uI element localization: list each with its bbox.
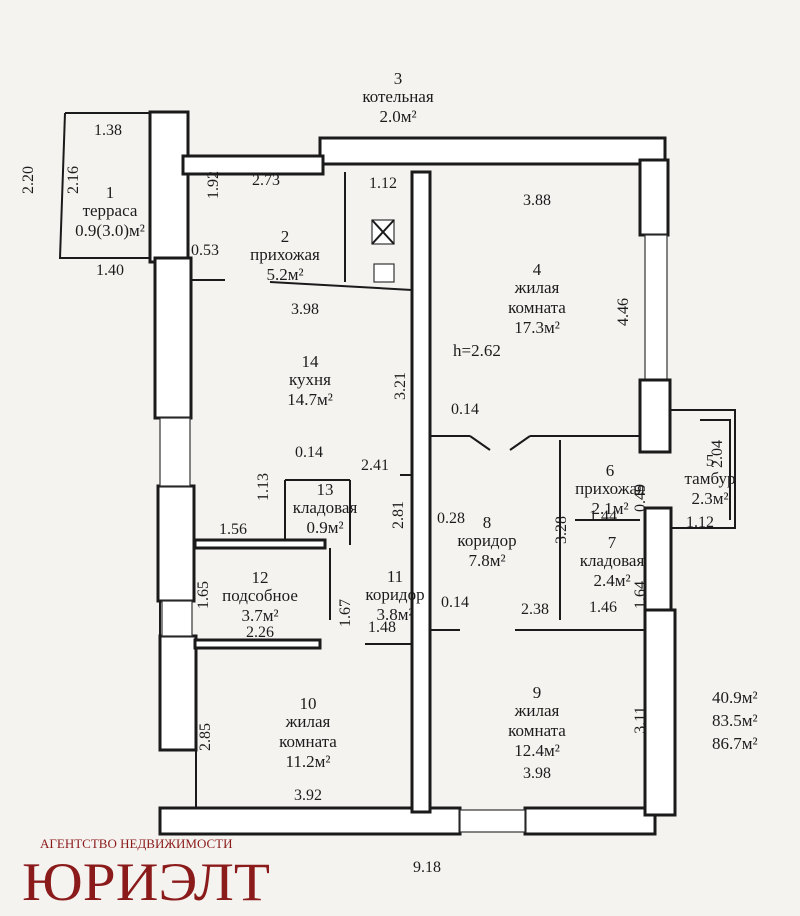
room-1-area: 0.9(3.0)м² (75, 221, 145, 240)
room-13-number: 13 (317, 480, 334, 499)
room-9-name: комната (508, 721, 566, 740)
total-living-area: 40.9м² (712, 688, 758, 707)
room-6-area: 2.1м² (591, 499, 628, 518)
dimension-label: 1.56 (219, 521, 247, 538)
dimension-label: 9.18 (413, 859, 441, 876)
dimension-label: 1.44 (589, 508, 617, 525)
dimension-label: 0.14 (441, 594, 469, 611)
room-7-number: 7 (608, 533, 617, 552)
dimension-label: 1.40 (96, 262, 124, 279)
room-12-number: 12 (252, 568, 269, 587)
dimension-label: 3.28 (553, 516, 570, 544)
room-14-number: 14 (302, 352, 320, 371)
dimension-label: 1.65 (195, 581, 212, 609)
room-1-name: терраса (83, 201, 138, 220)
room-10-name: комната (279, 732, 337, 751)
room-4-name: жилая (514, 278, 560, 297)
room-2-area: 5.2м² (266, 265, 303, 284)
dimension-label: 2.20 (20, 166, 37, 194)
dimension-label: 0.53 (191, 242, 219, 259)
room-13-name: кладовая (293, 498, 358, 517)
room-8-name: коридор (457, 531, 516, 550)
room-6-name: прихожая (575, 479, 645, 498)
dimension-label: 1.64 (632, 581, 649, 609)
dimension-label: 1.67 (337, 599, 354, 627)
agency-caption: АГЕНТСТВО НЕДВИЖИМОСТИ (40, 836, 233, 851)
dimension-label: 1.38 (94, 122, 122, 139)
dimension-label: 3.88 (523, 192, 551, 209)
dimension-label: 0.14 (295, 444, 323, 461)
dimension-label: 2.16 (65, 166, 82, 194)
dimension-label: 1.46 (589, 599, 617, 616)
dimension-label: 1.12 (369, 175, 397, 192)
room-11-number: 11 (387, 567, 403, 586)
agency-logo: АГЕНТСТВО НЕДВИЖИМОСТИ ЮРИЭЛТ (22, 836, 270, 912)
room-8-area: 7.8м² (468, 551, 505, 570)
agency-name: ЮРИЭЛТ (22, 852, 270, 912)
room-4-area: 17.3м² (514, 318, 560, 337)
walls (58, 110, 736, 836)
dimension-label: 1.92 (205, 171, 222, 199)
room-13-area: 0.9м² (306, 518, 343, 537)
room-3-area: 2.0м² (379, 107, 416, 126)
dimension-label: 0.49 (632, 484, 649, 512)
dimension-label: 2.41 (361, 457, 389, 474)
room-4-name: комната (508, 298, 566, 317)
room-11-area: 3.8м² (376, 605, 413, 624)
dimension-label: 0.14 (451, 401, 479, 418)
room-2-number: 2 (281, 227, 290, 246)
dimension-labels: 1.38 2.20 2.16 1.92 2.73 1.12 3.88 0.53 1.40 3.98… (20, 122, 726, 876)
dimension-label: 2.81 (390, 501, 407, 529)
room-14-name: кухня (289, 370, 331, 389)
room-10-area: 11.2м² (286, 752, 331, 771)
dimension-label: 2.26 (246, 624, 274, 641)
dimension-label: 2.85 (197, 723, 214, 751)
dimension-label: 2.04 (709, 440, 726, 468)
room-11-name: коридор (365, 585, 424, 604)
area-totals: 40.9м² 83.5м² 86.7м² (712, 688, 758, 753)
dimension-label: 2.38 (521, 601, 549, 618)
room-4-number: 4 (533, 260, 542, 279)
dimension-label: 3.98 (523, 765, 551, 782)
dimension-label: 4.46 (615, 298, 632, 326)
total-area: 83.5м² (712, 711, 758, 730)
dimension-label: 3.98 (291, 301, 319, 318)
room-2-name: прихожая (250, 245, 320, 264)
dimension-label: 3.11 (632, 706, 649, 733)
dimension-label: 2.73 (252, 172, 280, 189)
room-10-number: 10 (300, 694, 317, 713)
room-8-number: 8 (483, 513, 492, 532)
room-5-number: 5 (706, 451, 715, 470)
room-7-area: 2.4м² (593, 571, 630, 590)
dimension-label: 3.21 (392, 372, 409, 400)
room-14-area: 14.7м² (287, 390, 333, 409)
dimension-label: 3.92 (294, 787, 322, 804)
total-area-with-terrace: 86.7м² (712, 734, 758, 753)
room-10-name: жилая (285, 712, 331, 731)
room-12-name: подсобное (222, 586, 298, 605)
room-9-number: 9 (533, 683, 542, 702)
dimension-label: 1.12 (686, 514, 714, 531)
room-6-number: 6 (606, 461, 615, 480)
room-1-number: 1 (106, 183, 115, 202)
room-9-area: 12.4м² (514, 741, 560, 760)
room-3-name: котельная (362, 87, 434, 106)
room-7-name: кладовая (580, 551, 645, 570)
room-5-area: 2.3м² (691, 489, 728, 508)
room-12-area: 3.7м² (241, 606, 278, 625)
room-5-name: тамбур (685, 469, 736, 488)
dimension-label: 0.28 (437, 510, 465, 527)
ceiling-height: h=2.62 (453, 341, 501, 360)
dimension-label: 1.48 (368, 619, 396, 636)
room-3-number: 3 (394, 69, 403, 88)
dimension-label: 1.13 (255, 473, 272, 501)
interior-walls (190, 170, 645, 814)
room-9-name: жилая (514, 701, 560, 720)
